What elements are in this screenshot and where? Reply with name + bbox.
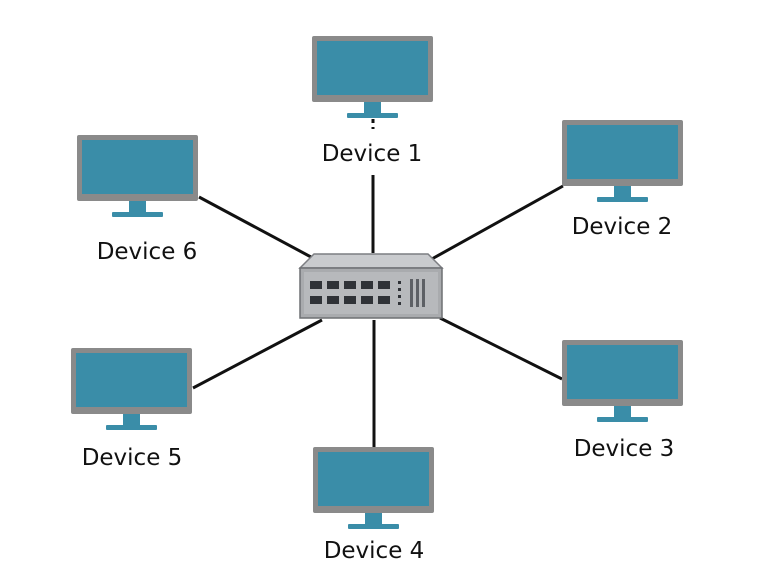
device-label: Device 2 xyxy=(572,214,673,240)
monitor-icon xyxy=(312,36,433,118)
device-label: Device 1 xyxy=(322,141,423,167)
device-label: Device 3 xyxy=(574,436,675,462)
device-3: Device 3 xyxy=(562,340,683,462)
device-label: Device 4 xyxy=(324,538,425,564)
device-2: Device 2 xyxy=(562,120,683,240)
link-device-3 xyxy=(439,316,563,381)
switch-ports xyxy=(310,281,390,304)
network-switch-icon xyxy=(298,253,444,319)
switch-vent xyxy=(410,279,425,307)
monitor-icon xyxy=(313,447,434,529)
device-label: Device 5 xyxy=(82,445,183,471)
device-5: Device 5 xyxy=(71,348,192,471)
monitor-icon xyxy=(71,348,192,430)
device-6: Device 6 xyxy=(77,135,198,265)
switch-panel xyxy=(304,272,438,314)
switch-top xyxy=(298,253,444,269)
device-1: Device 1 xyxy=(312,36,433,167)
links xyxy=(192,119,564,448)
link-device-5 xyxy=(192,318,323,390)
monitor-icon xyxy=(77,135,198,217)
device-4: Device 4 xyxy=(313,447,434,564)
monitor-icon xyxy=(562,340,683,422)
switch-status-lights xyxy=(398,281,401,305)
monitor-icon xyxy=(562,120,683,202)
device-label: Device 6 xyxy=(97,239,198,265)
link-device-2 xyxy=(429,184,564,262)
link-device-6 xyxy=(198,195,312,259)
